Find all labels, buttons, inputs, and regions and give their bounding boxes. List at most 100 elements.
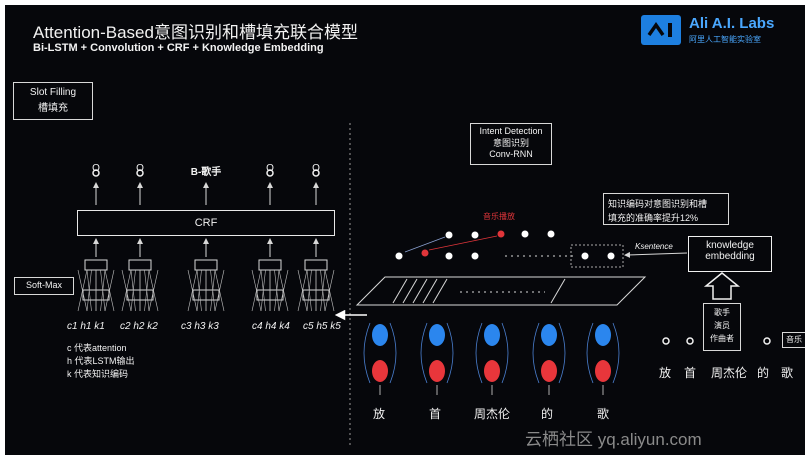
softmax-top-rect [194, 259, 218, 271]
lstm-backward-node [595, 360, 611, 382]
softmax-fan-line [187, 269, 198, 312]
entity-type: 作曲者 [710, 334, 734, 343]
softmax-top-rect [258, 259, 282, 271]
softmax-fan-line [260, 269, 266, 312]
intent-node [581, 252, 589, 260]
softmax-box: Soft-Max [14, 277, 74, 295]
lstm-curve [475, 322, 483, 384]
slot-output-node [92, 169, 100, 177]
intent-label-zh: 意图识别 [492, 138, 529, 148]
lstm-column [532, 322, 566, 395]
convolution-filter-line [422, 278, 438, 304]
convolution-strip [355, 276, 647, 306]
entity-node [662, 337, 670, 345]
legend-item: c 代表attention [67, 343, 127, 353]
convolution-filter-line [412, 278, 428, 304]
lstm-column [586, 322, 620, 395]
lstm-curve [558, 322, 566, 384]
input-token: 放 [372, 407, 385, 421]
lstm-backward-node [429, 360, 445, 382]
softmax-fan-line [278, 269, 289, 312]
lstm-backward-node [372, 360, 388, 382]
accuracy-note-box: 知识编码对意图识别和槽 填充的准确率提升12% [603, 193, 729, 225]
convolution-filter-line [550, 278, 566, 304]
lstm-forward-node [484, 324, 500, 346]
softmax-top-rect [128, 259, 152, 271]
k-sentence-label: Ksentence [635, 242, 673, 251]
slot-sub-label: c4 h4 k4 [252, 321, 290, 332]
convolution-filter-line [432, 278, 448, 304]
softmax-fan-line [100, 269, 106, 312]
softmax-fan-line [196, 269, 202, 312]
diagram-graphics [77, 123, 771, 445]
logo-mark-icon [641, 15, 681, 45]
lstm-backward-node [484, 360, 500, 382]
intent-node [497, 230, 505, 238]
softmax-unit [187, 259, 225, 312]
slot-sub-label: c3 h3 k3 [181, 321, 219, 332]
logo-subtext: 阿里人工智能实验室 [689, 35, 761, 44]
lstm-curve [446, 322, 454, 384]
slot-filling-label-zh: 槽填充 [38, 103, 68, 114]
slide: Attention-Based意图识别和槽填充联合模型 Bi-LSTM + Co… [5, 5, 805, 455]
lstm-forward-node [541, 324, 557, 346]
slot-output: B-歌手 [190, 167, 222, 178]
intent-link [428, 235, 498, 251]
lstm-curve [586, 322, 594, 384]
entity-type-box: 歌手 演员 作曲者 [703, 303, 741, 351]
intent-node [521, 230, 529, 238]
entity-token: 歌 [780, 366, 793, 380]
accuracy-note-line: 知识编码对意图识别和槽 [608, 199, 708, 209]
intent-node [547, 230, 555, 238]
slot-sub-label: c1 h1 k1 [67, 321, 105, 332]
softmax-fan-line [274, 269, 280, 312]
softmax-fan-line [104, 269, 115, 312]
softmax-label: Soft-Max [25, 280, 62, 290]
intent-node [445, 252, 453, 260]
convolution-filter-line [402, 278, 418, 304]
slot-output-arrows [93, 182, 319, 205]
softmax-unit [77, 259, 115, 312]
slot-output-node [312, 169, 320, 177]
intent-node [421, 249, 429, 257]
softmax-top-rect [304, 259, 328, 271]
softmax-fan-line [148, 269, 159, 312]
lstm-forward-node [595, 324, 611, 346]
softmax-fan-line [144, 269, 150, 312]
input-token: 周杰伦 [473, 407, 510, 421]
music-label: 音乐 [786, 335, 802, 344]
slot-output: O [92, 163, 100, 174]
input-token: 的 [540, 407, 553, 421]
slot-filling-label-en: Slot Filling [29, 87, 77, 98]
slot-sub-label: c2 h2 k2 [120, 321, 158, 332]
intent-node [445, 231, 453, 239]
intent-node [607, 252, 615, 260]
softmax-fan-line [130, 269, 136, 312]
lstm-curve [612, 322, 620, 384]
accuracy-note-line: 填充的准确率提升12% [608, 213, 699, 223]
crf-box: CRF [77, 210, 335, 236]
intent-tag: 音乐播放 [483, 212, 515, 221]
lstm-nodes [363, 322, 620, 395]
softmax-unit [251, 259, 289, 312]
softmax-fan-line [297, 269, 308, 312]
softmax-fan-line [320, 269, 326, 312]
slot-output-node [136, 169, 144, 177]
softmax-unit [121, 259, 159, 312]
convolution-parallelogram [355, 276, 647, 306]
softmax-fan-line [251, 269, 262, 312]
softmax-blocks [77, 259, 335, 312]
intent-label-en: Intent Detection [479, 126, 543, 136]
lstm-forward-node [372, 324, 388, 346]
convolution-filter-line [392, 278, 408, 304]
k-sentence-dashed-box [570, 244, 624, 268]
k-sentence-arrow [624, 251, 688, 258]
logo-text: Ali A.I. Labs [689, 15, 775, 32]
entity-token: 首 [683, 366, 696, 380]
crf-input-arrows [93, 238, 319, 257]
knowledge-label-line: embedding [705, 251, 755, 262]
lstm-column [363, 322, 397, 395]
slide-subtitle: Bi-LSTM + Convolution + CRF + Knowledge … [33, 42, 324, 54]
softmax-unit [297, 259, 335, 312]
